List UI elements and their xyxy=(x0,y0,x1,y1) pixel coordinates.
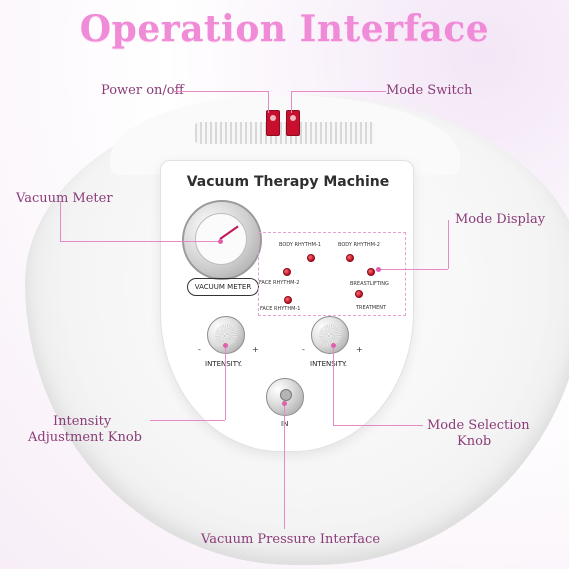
callout-dot-mode-selection xyxy=(331,343,336,348)
callout-line-vacuum-pressure xyxy=(284,404,285,529)
callout-intensity-knob-2: Adjustment Knob xyxy=(28,430,142,445)
knob2-minus: - xyxy=(302,345,305,354)
vacuum-port[interactable] xyxy=(266,378,304,416)
callout-line-vacuum-meter-v xyxy=(60,201,61,241)
callout-mode-display: Mode Display xyxy=(455,212,546,227)
mode-label-breastlifting: BREASTLIFTING xyxy=(350,281,389,287)
callout-line-intensity-v xyxy=(225,345,226,420)
mode-label-body-rhythm-2: BODY RHYTHM-2 xyxy=(338,242,380,248)
callout-vacuum-meter: Vacuum Meter xyxy=(16,191,113,206)
callout-line-intensity xyxy=(150,420,225,421)
callout-line-mode-display-v xyxy=(448,220,449,269)
callout-mode-selection-2: Knob xyxy=(457,434,492,449)
led-face-rhythm-1 xyxy=(284,296,292,304)
mode-label-body-rhythm-1: BODY RHYTHM-1 xyxy=(279,242,321,248)
knob1-plus: + xyxy=(252,345,259,354)
knob1-minus: - xyxy=(198,345,201,354)
callout-dot-vacuum-meter xyxy=(218,239,223,244)
vent-grille xyxy=(195,122,375,144)
callout-line-mode-switch xyxy=(291,91,386,92)
callout-dot-vacuum-pressure xyxy=(282,401,287,406)
intensity-label-left: INTENSITY. xyxy=(205,360,243,368)
callout-line-mode-selection-v xyxy=(333,345,334,425)
led-treatment xyxy=(355,290,363,298)
callout-dot-intensity xyxy=(223,343,228,348)
callout-line-power xyxy=(173,91,268,92)
callout-line-mode-switch-v xyxy=(291,91,292,113)
vacuum-meter-label: VACUUM METER xyxy=(187,278,259,296)
machine-title: Vacuum Therapy Machine xyxy=(186,174,390,190)
callout-line-mode-selection xyxy=(333,425,423,426)
led-breastlifting xyxy=(367,268,375,276)
callout-dot-mode-display xyxy=(376,267,381,272)
callout-line-power-v xyxy=(268,91,269,113)
led-body-rhythm-1 xyxy=(307,254,315,262)
mode-selection-knob[interactable] xyxy=(311,316,349,354)
page-title: Operation Interface xyxy=(79,8,490,50)
callout-line-vacuum-meter xyxy=(60,241,220,242)
callout-line-mode-display xyxy=(378,269,448,270)
callout-intensity-knob-1: Intensity xyxy=(53,414,112,429)
callout-mode-switch: Mode Switch xyxy=(386,83,473,98)
mode-label-face-rhythm-1: FACE RHYTHM-1 xyxy=(260,306,301,312)
callout-power: Power on/off xyxy=(101,83,184,98)
mode-label-face-rhythm-2: FACE RHYTHM-2 xyxy=(259,280,300,286)
mode-switch[interactable] xyxy=(286,110,300,136)
led-body-rhythm-2 xyxy=(346,254,354,262)
power-switch[interactable] xyxy=(266,110,280,136)
mode-label-treatment: TREATMENT xyxy=(356,305,387,311)
led-face-rhythm-2 xyxy=(283,268,291,276)
callout-vacuum-pressure-interface: Vacuum Pressure Interface xyxy=(201,532,381,547)
callout-mode-selection-1: Mode Selection xyxy=(427,418,530,433)
knob2-plus: + xyxy=(356,345,363,354)
mode-display xyxy=(258,232,406,316)
intensity-knob[interactable] xyxy=(207,316,245,354)
intensity-label-right: INTENSITY. xyxy=(310,360,348,368)
